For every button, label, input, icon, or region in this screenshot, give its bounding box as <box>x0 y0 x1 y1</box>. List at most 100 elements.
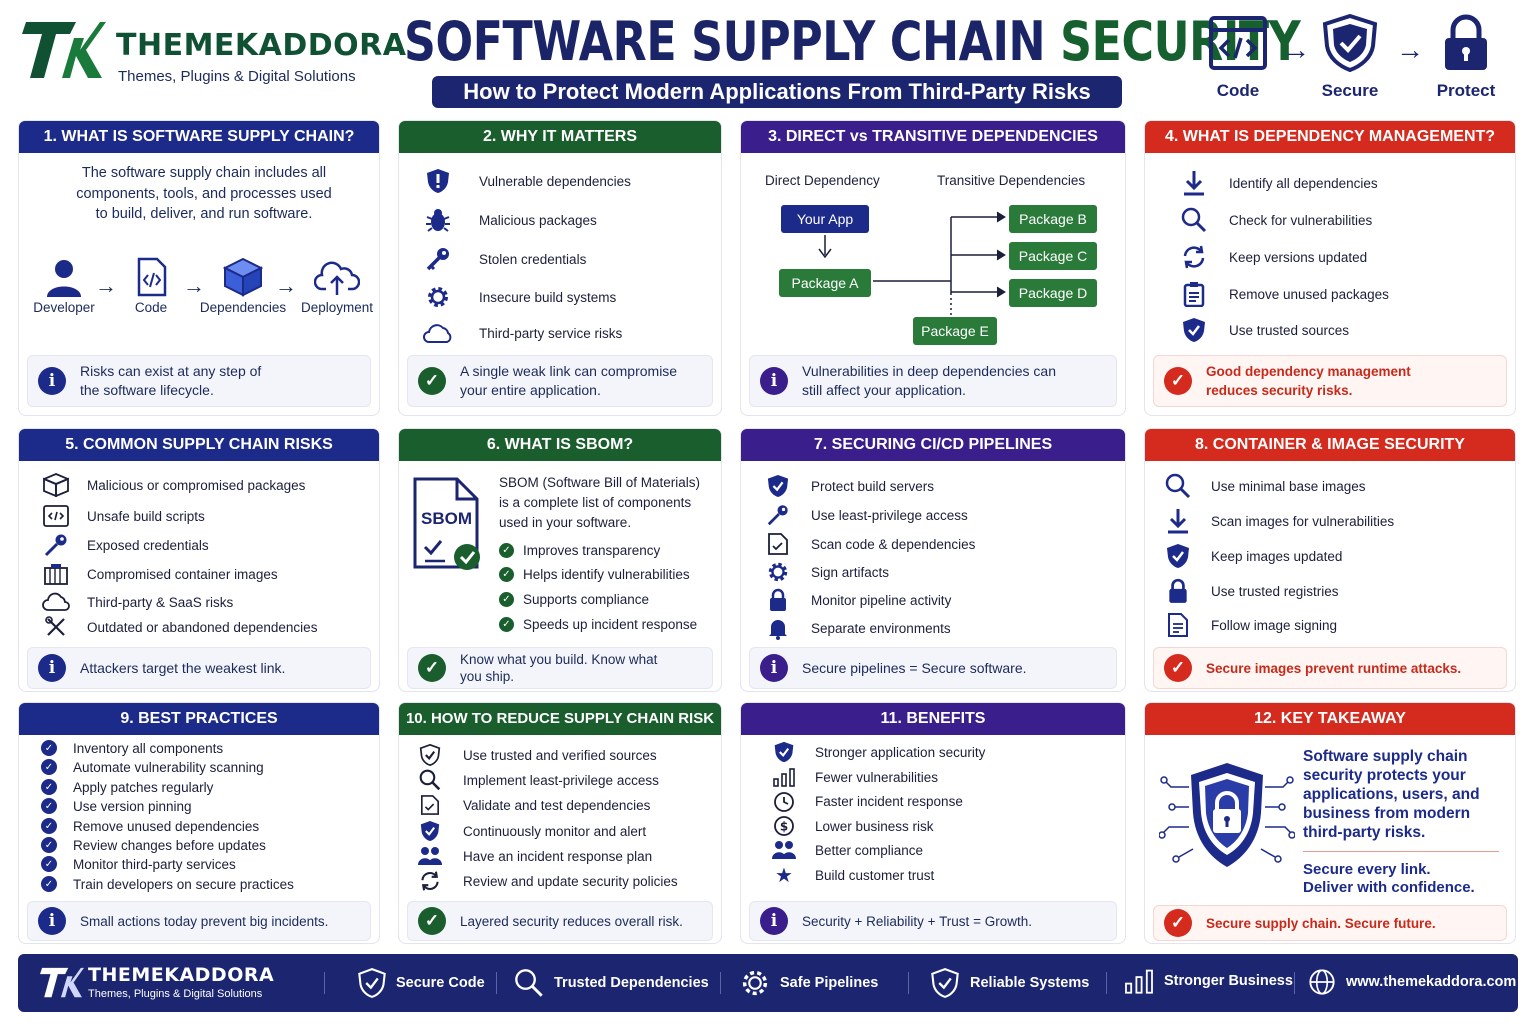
card-what-is-supply-chain: 1. WHAT IS SOFTWARE SUPPLY CHAIN? The so… <box>18 120 380 416</box>
dollar-icon: $ <box>769 814 799 838</box>
info-icon: i <box>38 367 66 395</box>
check-icon: ✓ <box>41 759 57 775</box>
takeaway-line1: Secure every link. <box>1303 861 1431 878</box>
list-item: Third-party & SaaS risks <box>41 590 233 614</box>
flow-secure: Secure <box>1308 13 1392 101</box>
card-benefits: 11. BENEFITS Stronger application securi… <box>740 702 1126 944</box>
list-item: Scan code & dependencies <box>763 532 975 556</box>
search-icon <box>1163 473 1193 499</box>
check-icon: ✓ <box>41 818 57 834</box>
check-note: ✓Layered security reduces overall risk. <box>407 901 713 941</box>
key-icon <box>763 503 793 527</box>
info-icon: i <box>38 654 66 682</box>
page-subtitle: How to Protect Modern Applications From … <box>432 76 1122 108</box>
note-text: Small actions today prevent big incident… <box>80 913 329 929</box>
cloud-icon <box>41 590 71 614</box>
shield-lock-circuit-icon <box>1159 763 1295 867</box>
code-file-icon <box>137 257 167 297</box>
list-item: ✓Apply patches regularly <box>41 779 213 795</box>
list-item: Stronger application security <box>769 740 985 764</box>
shield-check-icon <box>763 474 793 498</box>
padlock-icon <box>1163 578 1193 603</box>
document-check-icon <box>415 793 445 817</box>
list-item: ✓Improves transparency <box>499 543 660 558</box>
card-intro: The software supply chain includes all c… <box>76 165 332 222</box>
pipeline-dependencies: Dependencies <box>199 257 287 315</box>
brand-tagline: Themes, Plugins & Digital Solutions <box>118 68 356 85</box>
list-item: Scan images for vulnerabilities <box>1163 509 1394 534</box>
key-icon <box>41 533 71 557</box>
list-item: Stolen credentials <box>423 247 586 271</box>
check-icon: ✓ <box>499 567 514 582</box>
list-item: Insecure build systems <box>423 285 616 309</box>
note-text: A single weak link can compromise your e… <box>460 363 678 398</box>
search-icon <box>515 969 543 997</box>
document-icon <box>1163 613 1193 637</box>
card-why-it-matters: 2. WHY IT MATTERS Vulnerable dependencie… <box>398 120 722 416</box>
bar-chart-icon <box>1125 969 1153 994</box>
package-a-box: Package A <box>779 269 871 297</box>
card-reduce-risk: 10. HOW TO REDUCE SUPPLY CHAIN RISK Use … <box>398 702 722 944</box>
check-note: ✓A single weak link can compromise your … <box>407 355 713 407</box>
card-title: 5. COMMON SUPPLY CHAIN RISKS <box>19 429 379 461</box>
list-item: Have an incident response plan <box>415 844 652 868</box>
your-app-box: Your App <box>781 205 869 233</box>
note-text: Attackers target the weakest link. <box>80 659 286 676</box>
divider <box>496 972 497 994</box>
shield-check-icon <box>1322 13 1378 73</box>
padlock-icon <box>763 588 793 612</box>
list-item: Sign artifacts <box>763 560 889 584</box>
flow-label-protect: Protect <box>1436 81 1496 100</box>
list-item: Faster incident response <box>769 789 963 813</box>
check-icon: ✓ <box>499 543 514 558</box>
brand-logo[interactable]: THEMEKADDORA Themes, Plugins & Digital S… <box>22 14 406 94</box>
arrow-right-icon: → <box>95 273 117 298</box>
shield-check-icon <box>415 819 445 843</box>
clipboard-icon <box>1179 282 1209 307</box>
gear-icon <box>742 970 768 996</box>
list-item: Monitor pipeline activity <box>763 588 951 612</box>
flow-code: Code <box>1196 14 1280 101</box>
cube-icon <box>222 257 264 297</box>
check-note: ✓Good dependency management reduces secu… <box>1153 355 1507 407</box>
download-icon <box>1163 509 1193 534</box>
list-item: Compromised container images <box>41 562 278 586</box>
card-what-is-sbom: 6. WHAT IS SBOM? SBOM SBOM (Software Bil… <box>398 428 722 692</box>
check-icon: ✓ <box>1164 909 1192 937</box>
bar-chart-icon <box>769 765 799 789</box>
check-icon: ✓ <box>41 876 57 892</box>
list-item: ✓Speeds up incident response <box>499 617 697 632</box>
package-b-box: Package B <box>1009 205 1097 233</box>
check-icon: ✓ <box>41 779 57 795</box>
footer-website-link[interactable]: www.themekaddora.com <box>1308 968 1516 996</box>
note-text: Security + Reliability + Trust = Growth. <box>802 913 1032 929</box>
pipeline-developer: Developer <box>25 257 103 315</box>
list-item: Use trusted registries <box>1163 578 1339 603</box>
list-item: Use least-privilege access <box>763 503 968 527</box>
note-text: Secure supply chain. Secure future. <box>1206 915 1436 931</box>
code-secure-protect-flow: Code → Secure → Protect <box>1196 13 1516 106</box>
check-icon: ✓ <box>418 654 446 682</box>
arrow-right-icon: → <box>183 273 205 298</box>
card-title: 2. WHY IT MATTERS <box>399 121 721 153</box>
cloud-icon <box>423 321 453 345</box>
divider <box>1294 972 1295 994</box>
check-icon: ✓ <box>1164 654 1192 682</box>
check-note: ✓ Secure supply chain. Secure future. <box>1153 905 1507 941</box>
code-window-icon <box>1209 16 1267 70</box>
takeaway-line2: Deliver with confidence. <box>1303 879 1475 896</box>
card-title: 4. WHAT IS DEPENDENCY MANAGEMENT? <box>1145 121 1515 153</box>
check-icon: ✓ <box>41 856 57 872</box>
users-icon <box>415 844 445 868</box>
title-main: SOFTWARE SUPPLY CHAIN <box>404 10 1061 73</box>
card-title: 1. WHAT IS SOFTWARE SUPPLY CHAIN? <box>19 121 379 153</box>
divider <box>1106 972 1107 994</box>
card-title: 6. WHAT IS SBOM? <box>399 429 721 461</box>
footer-stronger-business: Stronger Business <box>1124 968 1293 994</box>
list-item: ✓Supports compliance <box>499 592 649 607</box>
footer-brand[interactable] <box>40 962 84 1007</box>
